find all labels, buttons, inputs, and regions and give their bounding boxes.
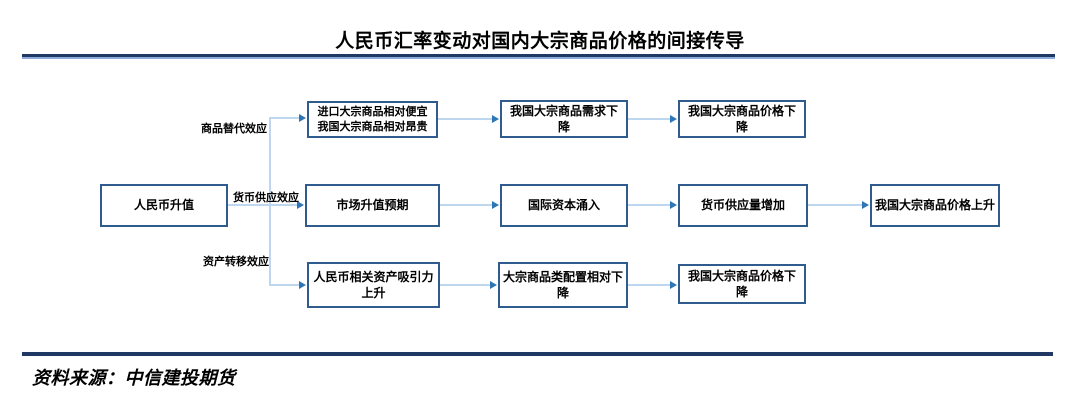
connector-row1-1 xyxy=(438,118,492,120)
arrowhead-to-row1-box1 xyxy=(299,114,306,122)
node-domestic-price-rise: 我国大宗商品价格上升 xyxy=(870,184,1000,227)
node-import-cheaper-domestic-expensive: 进口大宗商品相对便宜 我国大宗商品相对昂贵 xyxy=(307,101,438,138)
arrowhead-row2-2 xyxy=(492,201,499,209)
connector-row2-3 xyxy=(628,204,670,206)
node-domestic-demand-decline: 我国大宗商品需求下降 xyxy=(500,100,628,138)
arrowhead-row1-1 xyxy=(492,115,499,123)
connector-row2-4 xyxy=(808,204,862,206)
branch-vertical-line xyxy=(269,118,271,286)
edge-label-substitution-effect: 商品替代效应 xyxy=(201,123,267,135)
figure-title: 人民币汇率变动对国内大宗商品价格的间接传导 xyxy=(335,31,745,52)
edge-label-money-supply-effect: 货币供应效应 xyxy=(233,192,299,204)
arrowhead-row2-1 xyxy=(297,201,304,209)
node-commodity-allocation-decline: 大宗商品类配置相对下降 xyxy=(498,262,628,308)
node-domestic-price-decline-top: 我国大宗商品价格下降 xyxy=(678,100,806,138)
connector-row1-2 xyxy=(628,118,670,120)
node-rmb-appreciation: 人民币升值 xyxy=(100,184,228,227)
connector-row3-2 xyxy=(628,284,670,286)
source-note: 资料来源：中信建投期货 xyxy=(32,368,236,388)
node-rmb-asset-attractiveness-rise: 人民币相关资产吸引力上升 xyxy=(307,262,440,308)
footer-divider xyxy=(22,352,1053,356)
arrowhead-row3-2 xyxy=(670,281,677,289)
arrowhead-row2-3 xyxy=(670,201,677,209)
node-money-supply-increase: 货币供应量增加 xyxy=(678,184,808,227)
connector-row2-2 xyxy=(440,204,492,206)
arrowhead-row2-4 xyxy=(862,201,869,209)
connector-root-to-row2 xyxy=(228,204,297,206)
title-divider-light xyxy=(22,57,1055,59)
arrowhead-to-row3-box1 xyxy=(299,281,306,289)
node-market-appreciation-expectation: 市场升值预期 xyxy=(305,184,440,227)
arrowhead-row1-2 xyxy=(670,115,677,123)
node-domestic-price-decline-bottom: 我国大宗商品价格下降 xyxy=(678,264,806,304)
title-divider-dark xyxy=(22,54,1055,57)
edge-label-asset-transfer-effect: 资产转移效应 xyxy=(203,256,269,268)
branch-bottom-line xyxy=(269,284,299,286)
connector-row3-1 xyxy=(440,284,490,286)
arrowhead-row3-1 xyxy=(490,281,497,289)
branch-top-line xyxy=(269,117,299,119)
node-international-capital-inflow: 国际资本涌入 xyxy=(500,184,628,227)
